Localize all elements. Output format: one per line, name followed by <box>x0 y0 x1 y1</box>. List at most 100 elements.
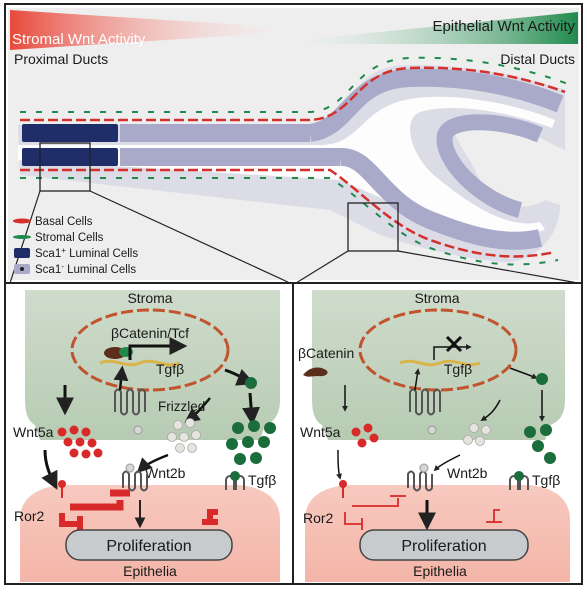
legend-sca1-pos-label: Sca1+ Luminal Cells <box>35 246 138 260</box>
left-wnt2b-label: Wnt2b <box>145 465 186 481</box>
left-ror2-inhibit-wnt2b <box>70 500 124 511</box>
zoom-box-proximal <box>39 142 91 192</box>
right-wnt2b-to-receptor-arrow <box>433 454 461 472</box>
left-wnt2b-bound-epithelial <box>125 463 135 473</box>
basal-cell-legend-icon <box>13 218 31 224</box>
left-bcatenin-tcf-label: βCatenin/Tcf <box>111 325 189 341</box>
tgfb-dot <box>524 426 536 438</box>
stromal-cell-legend-icon <box>13 235 31 239</box>
right-frizzled-to-nucleus-arrow <box>414 368 421 391</box>
sca1-neg-legend-nucleus <box>20 267 24 271</box>
tgfb-dot <box>248 420 260 432</box>
sca1-neg-cells-distal-upper <box>308 68 564 142</box>
left-epithelia-label: Epithelia <box>123 563 177 579</box>
wnt5a-dot <box>75 437 85 447</box>
right-bcatenin-blob <box>303 367 328 377</box>
right-ror2-inhibit-wnt2b <box>352 498 399 507</box>
sca1-neg-cells-distal-lower <box>339 148 543 250</box>
wnt5a-dot <box>93 448 103 458</box>
tgfb-dot <box>226 438 238 450</box>
right-proliferation-label: Proliferation <box>401 538 486 555</box>
tgfb-dot <box>532 440 544 452</box>
wnt2b-dot <box>463 435 473 445</box>
left-nucleus <box>70 308 230 392</box>
stromal-activity-label: Stromal Wnt Activity <box>12 31 146 48</box>
right-wnt2b-bound-epithelial <box>419 463 429 473</box>
right-ror2-bound-wnt5a <box>339 480 347 488</box>
tgfb-dot <box>264 422 276 434</box>
right-wnt5a-ligands <box>351 423 379 448</box>
basal-line-lower <box>20 168 556 258</box>
left-wnt5a-to-ror2-arrow <box>41 449 58 490</box>
wnt5a-dot <box>357 438 367 448</box>
wnt2b-dot <box>175 443 185 453</box>
wnt5a-dot <box>363 423 373 433</box>
legend: Basal Cells Stromal Cells Sca1+ Luminal … <box>13 216 138 276</box>
basal-cell-lines <box>20 66 566 258</box>
left-tgfb-ligands <box>226 420 276 465</box>
distal-ducts-label: Distal Ducts <box>500 51 575 67</box>
wnt5a-dot <box>87 438 97 448</box>
wnt2b-dot <box>475 436 485 446</box>
right-wnt2b-label: Wnt2b <box>447 465 488 481</box>
right-wnt2b-secretion-arrow <box>480 399 501 421</box>
left-ror2-label: Ror2 <box>14 508 45 524</box>
right-block-x <box>445 335 463 353</box>
left-frizzled-to-nucleus-arrow <box>113 365 129 391</box>
wnt2b-dot <box>191 430 201 440</box>
tgfb-dot <box>258 436 270 448</box>
right-wnt5a-to-ror2-arrow <box>336 449 342 480</box>
sca1-neg-cell-block-lower <box>120 148 340 166</box>
wnt2b-dot <box>185 418 195 428</box>
sca1-neg-cell-block-upper <box>120 124 310 142</box>
wnt5a-dot <box>81 449 91 459</box>
left-wnt2b-bound-frizzled <box>133 425 143 435</box>
sca1-neg-cell-rows <box>120 68 564 250</box>
left-wnt2b-to-receptor-arrow <box>136 453 169 474</box>
right-frizzled-receptor <box>409 388 441 416</box>
epithelial-activity-wedge <box>260 12 578 44</box>
right-tgfb-gene-label: Tgfβ <box>444 361 472 377</box>
epithelial-activity-label: Epithelial Wnt Activity <box>432 18 575 35</box>
left-tgfb-inhibit-proliferation <box>207 509 218 522</box>
left-frizzled-receptor <box>114 388 146 416</box>
right-epithelia-label: Epithelia <box>413 563 467 579</box>
left-tgfb-label: Tgfβ <box>248 472 276 488</box>
right-tgfb-secretion-arrow <box>509 367 538 379</box>
proximal-ducts-label: Proximal Ducts <box>14 51 108 67</box>
tgfb-dot <box>232 422 244 434</box>
right-nucleus <box>358 308 518 392</box>
right-tgfb-secreted-dot <box>536 373 548 385</box>
left-proliferation-label: Proliferation <box>106 538 191 555</box>
wnt2b-dot <box>167 432 177 442</box>
right-epithelial-frizzled <box>407 470 433 492</box>
tgfb-dot <box>234 453 246 465</box>
sca1-neg-cells-loop <box>436 114 544 218</box>
left-proliferation-box <box>65 529 233 561</box>
wnt5a-dot <box>81 427 91 437</box>
wnt5a-dot <box>69 448 79 458</box>
legend-sca1-neg-label: Sca1- Luminal Cells <box>35 262 136 276</box>
right-panel: Stroma βCatenin Tgfβ Wnt5a <box>295 286 579 582</box>
left-tgfb-secreted-dot <box>245 377 257 389</box>
legend-stromal-label: Stromal Cells <box>35 232 104 244</box>
right-tgfb-inhibit-proliferation <box>493 509 500 522</box>
right-wnt2b-bound-frizzled <box>427 425 437 435</box>
tgfb-dot <box>544 452 556 464</box>
right-ror2-inhibit-proliferation <box>344 512 362 525</box>
legend-basal-label: Basal Cells <box>35 216 93 228</box>
wnt2b-dot <box>469 423 479 433</box>
right-tgfb-label: Tgfβ <box>532 472 560 488</box>
left-wnt2b-ligands <box>167 418 201 453</box>
basal-line-upper <box>20 66 566 122</box>
sca1-pos-cell-block-upper <box>22 124 118 142</box>
wnt5a-dot <box>69 425 79 435</box>
right-ror2-label: Ror2 <box>303 510 334 526</box>
sca1-pos-legend-icon <box>14 248 30 258</box>
tgfb-dot <box>250 452 262 464</box>
wnt2b-dot <box>179 432 189 442</box>
stromal-cell-lines <box>20 56 569 266</box>
left-wnt5a-ligands <box>57 425 103 459</box>
